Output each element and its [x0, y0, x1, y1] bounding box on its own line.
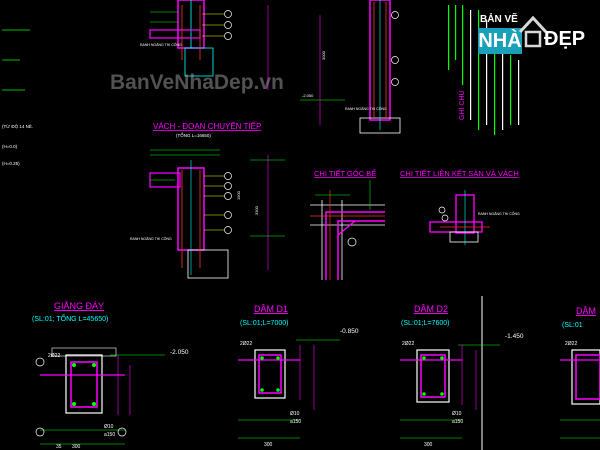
lien-ket-detail: RANH NGĂNG THI CÔNG	[429, 190, 520, 245]
title-dam-d1: DẦM D1	[254, 304, 288, 314]
svg-text:1900: 1900	[236, 190, 241, 200]
dam-d2-spacing: a150	[452, 419, 463, 425]
svg-text:RANH NGĂNG THI CÔNG: RANH NGĂNG THI CÔNG	[478, 211, 520, 216]
subtitle-dam-d1: (SL:01;L=7000)	[240, 320, 288, 327]
dam-d1-spacing: a150	[290, 419, 301, 425]
dam-d1-width: 300	[264, 442, 273, 448]
giang-day-stirrup: Ø10	[104, 424, 114, 430]
logo-dep-text: ĐẸP	[544, 28, 586, 50]
svg-text:(H=0.0): (H=0.0)	[2, 144, 18, 149]
left-edge-notes: (TỪ ĐỘ 14 NÊ. (H=0.0) (H=0.25)	[2, 122, 33, 166]
svg-text:(TỪ ĐỘ 14 NÊ.: (TỪ ĐỘ 14 NÊ.	[2, 122, 33, 129]
dam-d3-section	[560, 349, 600, 439]
title-dam-d2: DẦM D2	[414, 304, 448, 314]
goc-be-detail	[310, 180, 385, 280]
subtitle-dam-d3: (SL:01	[562, 322, 583, 329]
ghi-chu-label: GHI CHÚ	[457, 90, 466, 120]
svg-text:RANH NGĂNG THI CÔNG: RANH NGĂNG THI CÔNG	[140, 42, 182, 47]
svg-text:3300: 3300	[254, 205, 259, 215]
dam-d2-stirrup: Ø10	[452, 411, 462, 417]
logo-top-text: BẢN VẼ	[480, 14, 518, 25]
logo-nha-text: NHÀ	[478, 28, 522, 54]
giang-day-spacing: a150	[104, 432, 115, 438]
svg-text:3000: 3000	[321, 50, 326, 60]
dam-d3-top-rebar: 2Ø22	[565, 341, 577, 347]
subtitle-giang-day: (SL:01; TỔNG L=45650)	[32, 314, 108, 323]
svg-text:RANH NGĂNG THI CÔNG: RANH NGĂNG THI CÔNG	[130, 236, 172, 241]
watermark-text: BanVeNhaDep.vn	[110, 71, 284, 94]
giang-day-cover: 35	[56, 444, 62, 450]
giang-day-width: 300	[72, 444, 81, 450]
giang-day-top-rebar: 2Ø22	[48, 353, 60, 359]
elev-dam-d1: -0.850	[340, 328, 359, 335]
dam-d1-top-rebar: 2Ø22	[240, 341, 252, 347]
giang-day-section	[35, 347, 165, 445]
dam-d1-stirrup: Ø10	[290, 411, 300, 417]
title-giang-day: GIẰNG ĐÁY	[54, 301, 104, 311]
title-lien-ket: CHI TIẾT LIÊN KẾT SÀN VÀ VÁCH	[400, 168, 519, 178]
dam-d1-section	[238, 339, 340, 439]
dam-d2-width: 300	[424, 442, 433, 448]
house-icon	[518, 15, 548, 48]
svg-text:-2.050: -2.050	[302, 93, 314, 98]
title-dam-d3: DẦM	[576, 306, 596, 316]
elev-giang-day: -2.050	[170, 349, 189, 356]
site-logo: BẢN VẼ NHÀ ĐẸP	[474, 12, 592, 68]
subtitle-vach-doan: (TỔNG L=16650)	[176, 132, 211, 138]
subtitle-dam-d2: (SL:01;L=7600)	[401, 320, 449, 327]
dam-d2-section	[400, 344, 500, 439]
top-wall-detail: RANH NGĂNG THI CÔNG	[140, 0, 269, 90]
title-goc-be: CHI TIẾT GÓC BỂ	[314, 168, 376, 178]
general-notes-columns	[448, 5, 520, 135]
title-vach-doan: VÁCH - ĐOẠN CHUYỂN TIẾP	[153, 121, 261, 131]
dam-d2-top-rebar: 2Ø22	[402, 341, 414, 347]
elev-dam-d2: -1.450	[505, 333, 524, 340]
left-edge-ticks	[2, 29, 30, 91]
top-column-detail: -2.050 RANH NGĂNG THI CÔNG 3000	[300, 0, 401, 134]
vach-doan-detail: RANH NGĂNG THI CÔNG 1900 3300	[130, 149, 285, 279]
svg-text:(H=0.25): (H=0.25)	[2, 161, 20, 166]
svg-text:RANH NGĂNG THI CÔNG: RANH NGĂNG THI CÔNG	[345, 106, 387, 111]
